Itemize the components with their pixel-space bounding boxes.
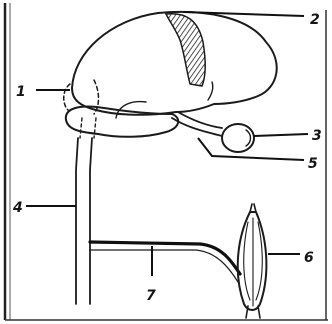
optic-nerve (172, 112, 222, 136)
cortex-hatched-region (166, 14, 205, 86)
page-frame (5, 3, 328, 320)
label-1: 1 (16, 84, 26, 100)
label-7: 7 (146, 288, 156, 304)
leader-lines (26, 12, 308, 276)
label-3: 3 (312, 128, 322, 144)
leader-2 (184, 12, 304, 16)
eye-pupil (246, 130, 251, 146)
label-5: 5 (308, 156, 318, 172)
leader-5 (198, 138, 304, 160)
leader-3 (254, 134, 308, 136)
cerebellum (66, 107, 178, 137)
motor-nerve-thin (90, 250, 238, 282)
brain-fold (208, 82, 213, 100)
label-4: 4 (12, 200, 23, 216)
eyeball (222, 124, 254, 152)
spinal-cord-dashed-top (80, 118, 96, 138)
muscle-fibres (244, 218, 263, 306)
spinal-cord (76, 138, 92, 304)
label-2: 2 (310, 12, 320, 28)
label-6: 6 (304, 250, 314, 266)
